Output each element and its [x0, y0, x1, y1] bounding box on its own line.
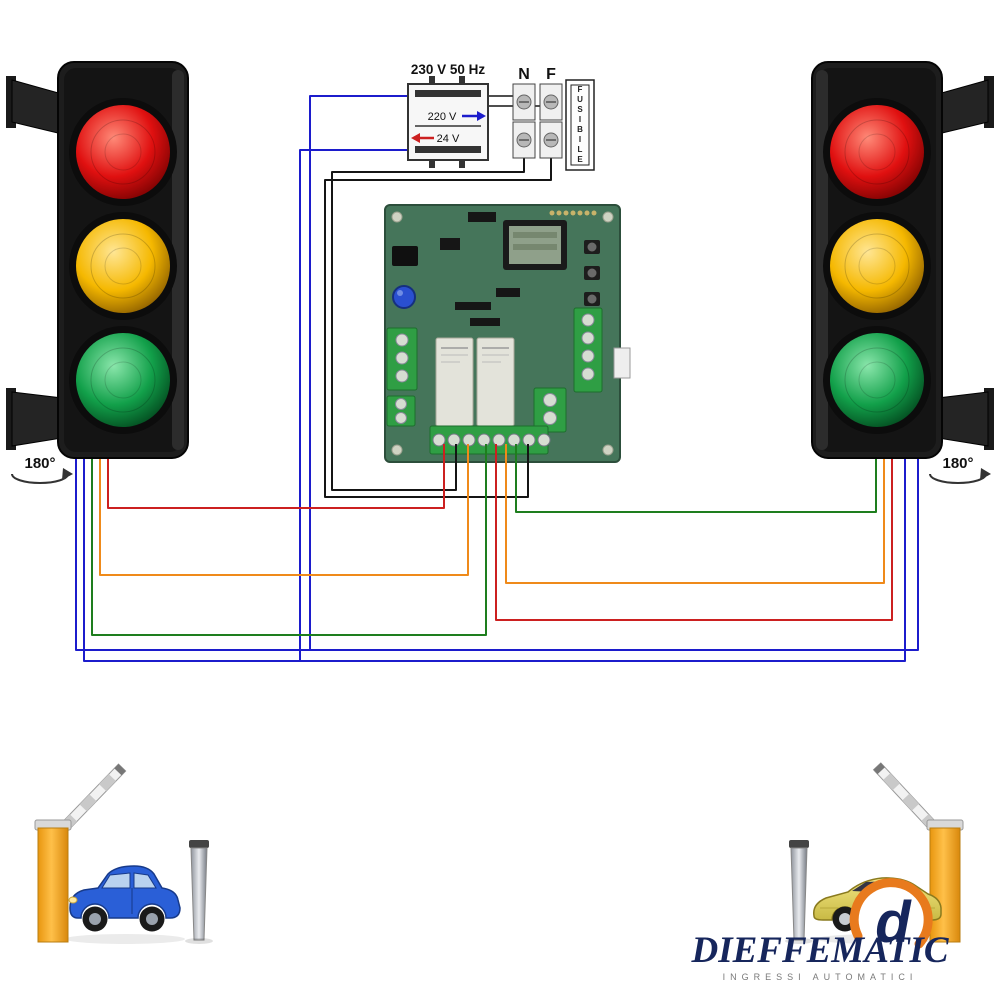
board-terminal-block-mid	[533, 387, 567, 433]
receiver-post-right	[785, 840, 813, 944]
mains-voltage-label: 230 V 50 Hz	[411, 62, 486, 77]
brand-name: DIEFFEMATIC	[690, 930, 949, 971]
dieffematic-logo-icon: d	[849, 878, 933, 958]
board-terminal-block-bottom	[429, 425, 551, 455]
wire-black-phase	[324, 158, 552, 498]
rotation-indicator-right: 180°	[929, 455, 991, 484]
winding-bar-bottom	[415, 146, 481, 153]
red-light	[823, 98, 931, 206]
rotation-label-left: 180°	[24, 455, 55, 472]
amber-light	[69, 212, 177, 320]
green-light	[69, 326, 177, 434]
terminal-block-phase	[539, 83, 563, 159]
board-lcd-display	[503, 220, 567, 270]
wire-orange-left	[99, 444, 469, 576]
wire-red-right	[495, 444, 893, 621]
board-capacitor	[392, 285, 416, 309]
wire-blue-inner	[83, 149, 906, 662]
wire-blue-outer	[75, 95, 919, 651]
rotation-arrow-icon	[929, 473, 987, 484]
rotation-indicator-left: 180°	[11, 455, 73, 484]
board-button	[584, 240, 600, 306]
board-terminal-block-left	[386, 327, 418, 427]
terminal-block-neutral	[512, 83, 536, 159]
wall-bracket-left	[6, 76, 63, 450]
traffic-light-left	[6, 61, 189, 459]
board-side-connector	[613, 347, 631, 379]
svg-text:d: d	[875, 890, 912, 955]
secondary-voltage-label: 24 V	[437, 133, 460, 145]
red-light	[69, 98, 177, 206]
wire-green-left	[91, 444, 487, 636]
board-terminal-block-right	[573, 307, 603, 393]
primary-voltage-label: 220 V	[428, 111, 457, 123]
wire-green-right	[515, 444, 877, 513]
barrier-gate-left	[34, 763, 213, 944]
rotation-label-right: 180°	[942, 455, 973, 472]
wiring	[75, 95, 919, 662]
neutral-terminal-label: N	[518, 66, 530, 83]
wire-orange-right	[505, 444, 885, 584]
traffic-light-right	[811, 61, 994, 459]
dieffematic-logo: d DIEFFEMATIC INGRESSI AUTOMATICI	[690, 878, 950, 982]
phase-terminal-label: F	[546, 66, 556, 83]
amber-light	[823, 212, 931, 320]
wire-black-neutral	[331, 158, 525, 491]
winding-bar-top	[415, 90, 481, 97]
receiver-post-left	[185, 840, 213, 944]
wall-bracket-right	[937, 76, 994, 450]
control-board	[384, 204, 631, 463]
brand-tagline: INGRESSI AUTOMATICI	[723, 972, 918, 982]
fuse-holder	[565, 79, 595, 171]
board-ic-chips	[392, 212, 520, 326]
car-left	[68, 865, 181, 932]
board-header-pads	[549, 210, 597, 216]
rotation-arrow-icon	[11, 473, 69, 484]
green-light	[823, 326, 931, 434]
mains-terminals: N F	[512, 66, 563, 159]
transformer: 220 V 24 V 230 V 50 Hz	[407, 62, 489, 168]
wire-red-left	[107, 444, 445, 509]
fuse-label: FUSIBILE	[575, 85, 585, 165]
